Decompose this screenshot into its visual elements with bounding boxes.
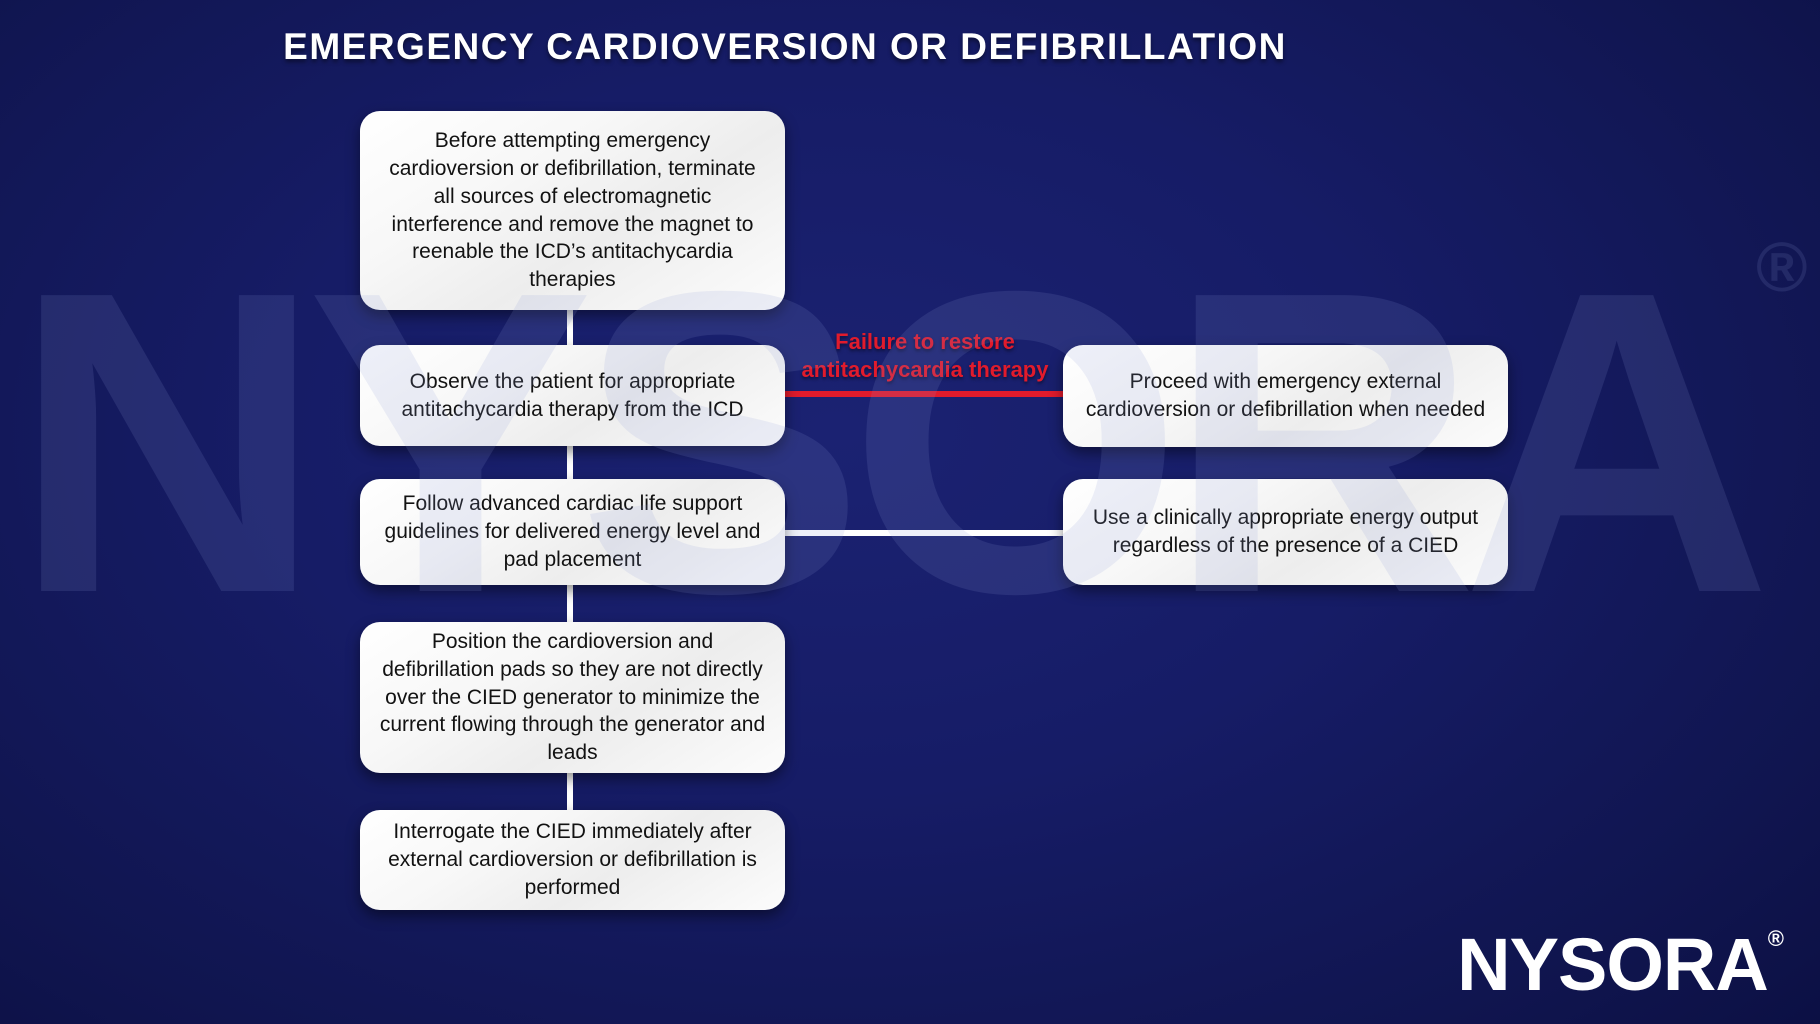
flow-box-acls-guidelines: Follow advanced cardiac life support gui…	[360, 479, 785, 585]
flow-box-text: Before attempting emergency cardioversio…	[389, 129, 756, 291]
flow-box-text: Interrogate the CIED immediately after e…	[388, 820, 757, 899]
flow-box-terminate-interference: Before attempting emergency cardioversio…	[360, 111, 785, 310]
nysora-logo: NYSORA®	[1457, 928, 1784, 1002]
nysora-watermark: NYSORA®	[0, 228, 1820, 658]
connector-box3-side2	[785, 530, 1065, 536]
failure-edge-label: Failure to restore antitachycardia thera…	[801, 329, 1049, 382]
logo-text: NYSORA	[1457, 923, 1769, 1006]
page-title: EMERGENCY CARDIOVERSION OR DEFIBRILLATIO…	[283, 26, 1287, 67]
flow-box-text: Observe the patient for appropriate anti…	[401, 369, 744, 421]
flow-box-text: Follow advanced cardiac life support gui…	[384, 492, 761, 571]
flow-box-external-cardioversion: Proceed with emergency external cardiove…	[1063, 345, 1508, 447]
flow-box-text: Use a clinically appropriate energy outp…	[1092, 506, 1479, 557]
registered-mark-icon: ®	[1756, 228, 1808, 306]
flow-box-observe-patient: Observe the patient for appropriate anti…	[360, 345, 785, 446]
flow-box-text: Proceed with emergency external cardiove…	[1085, 370, 1486, 421]
flow-box-interrogate-cied: Interrogate the CIED immediately after e…	[360, 810, 785, 910]
connector-red-failure-line	[785, 391, 1065, 397]
flow-box-text: Position the cardioversion and defibrill…	[379, 630, 766, 765]
connector-box2-box3	[567, 444, 573, 481]
registered-mark-icon: ®	[1767, 926, 1784, 951]
connector-box1-box2	[567, 308, 573, 347]
connector-box4-box5	[567, 771, 573, 812]
connector-box3-box4	[567, 583, 573, 624]
flow-box-energy-output: Use a clinically appropriate energy outp…	[1063, 479, 1508, 585]
flow-box-pad-position: Position the cardioversion and defibrill…	[360, 622, 785, 773]
